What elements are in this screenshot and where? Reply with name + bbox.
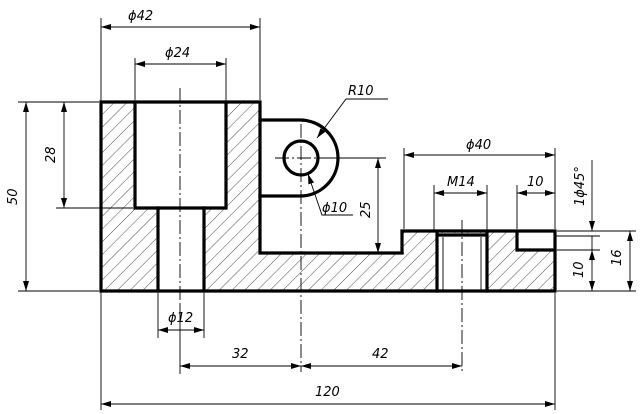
label-d40: ϕ40 [466,138,491,153]
leader-d10 [307,173,353,216]
label-r10: R10 [348,84,374,99]
label-chamfer: 1ϕ45° [573,166,588,206]
extension-lines [18,18,636,410]
label-d12: ϕ12 [168,311,193,326]
label-d10: ϕ10 [322,201,347,216]
dimension-lines [23,24,633,407]
label-d24: ϕ24 [165,46,190,61]
label-h10: 10 [572,261,587,278]
label-d42: ϕ42 [128,9,153,24]
dimension-labels: ϕ42 ϕ24 R10 ϕ40 M14 10 1ϕ45° 28 50 ϕ10 2… [6,9,625,400]
label-42: 42 [372,347,389,362]
label-h28: 28 [44,146,59,163]
label-32: 32 [232,347,249,362]
label-10-top: 10 [527,175,544,190]
label-m14: M14 [447,175,475,190]
label-h50: 50 [6,188,21,205]
label-h25: 25 [359,201,374,218]
label-120: 120 [315,385,340,400]
center-lines [179,88,463,372]
label-h16: 16 [610,249,625,266]
leader-r10 [316,98,388,139]
section-hatching [101,102,555,291]
